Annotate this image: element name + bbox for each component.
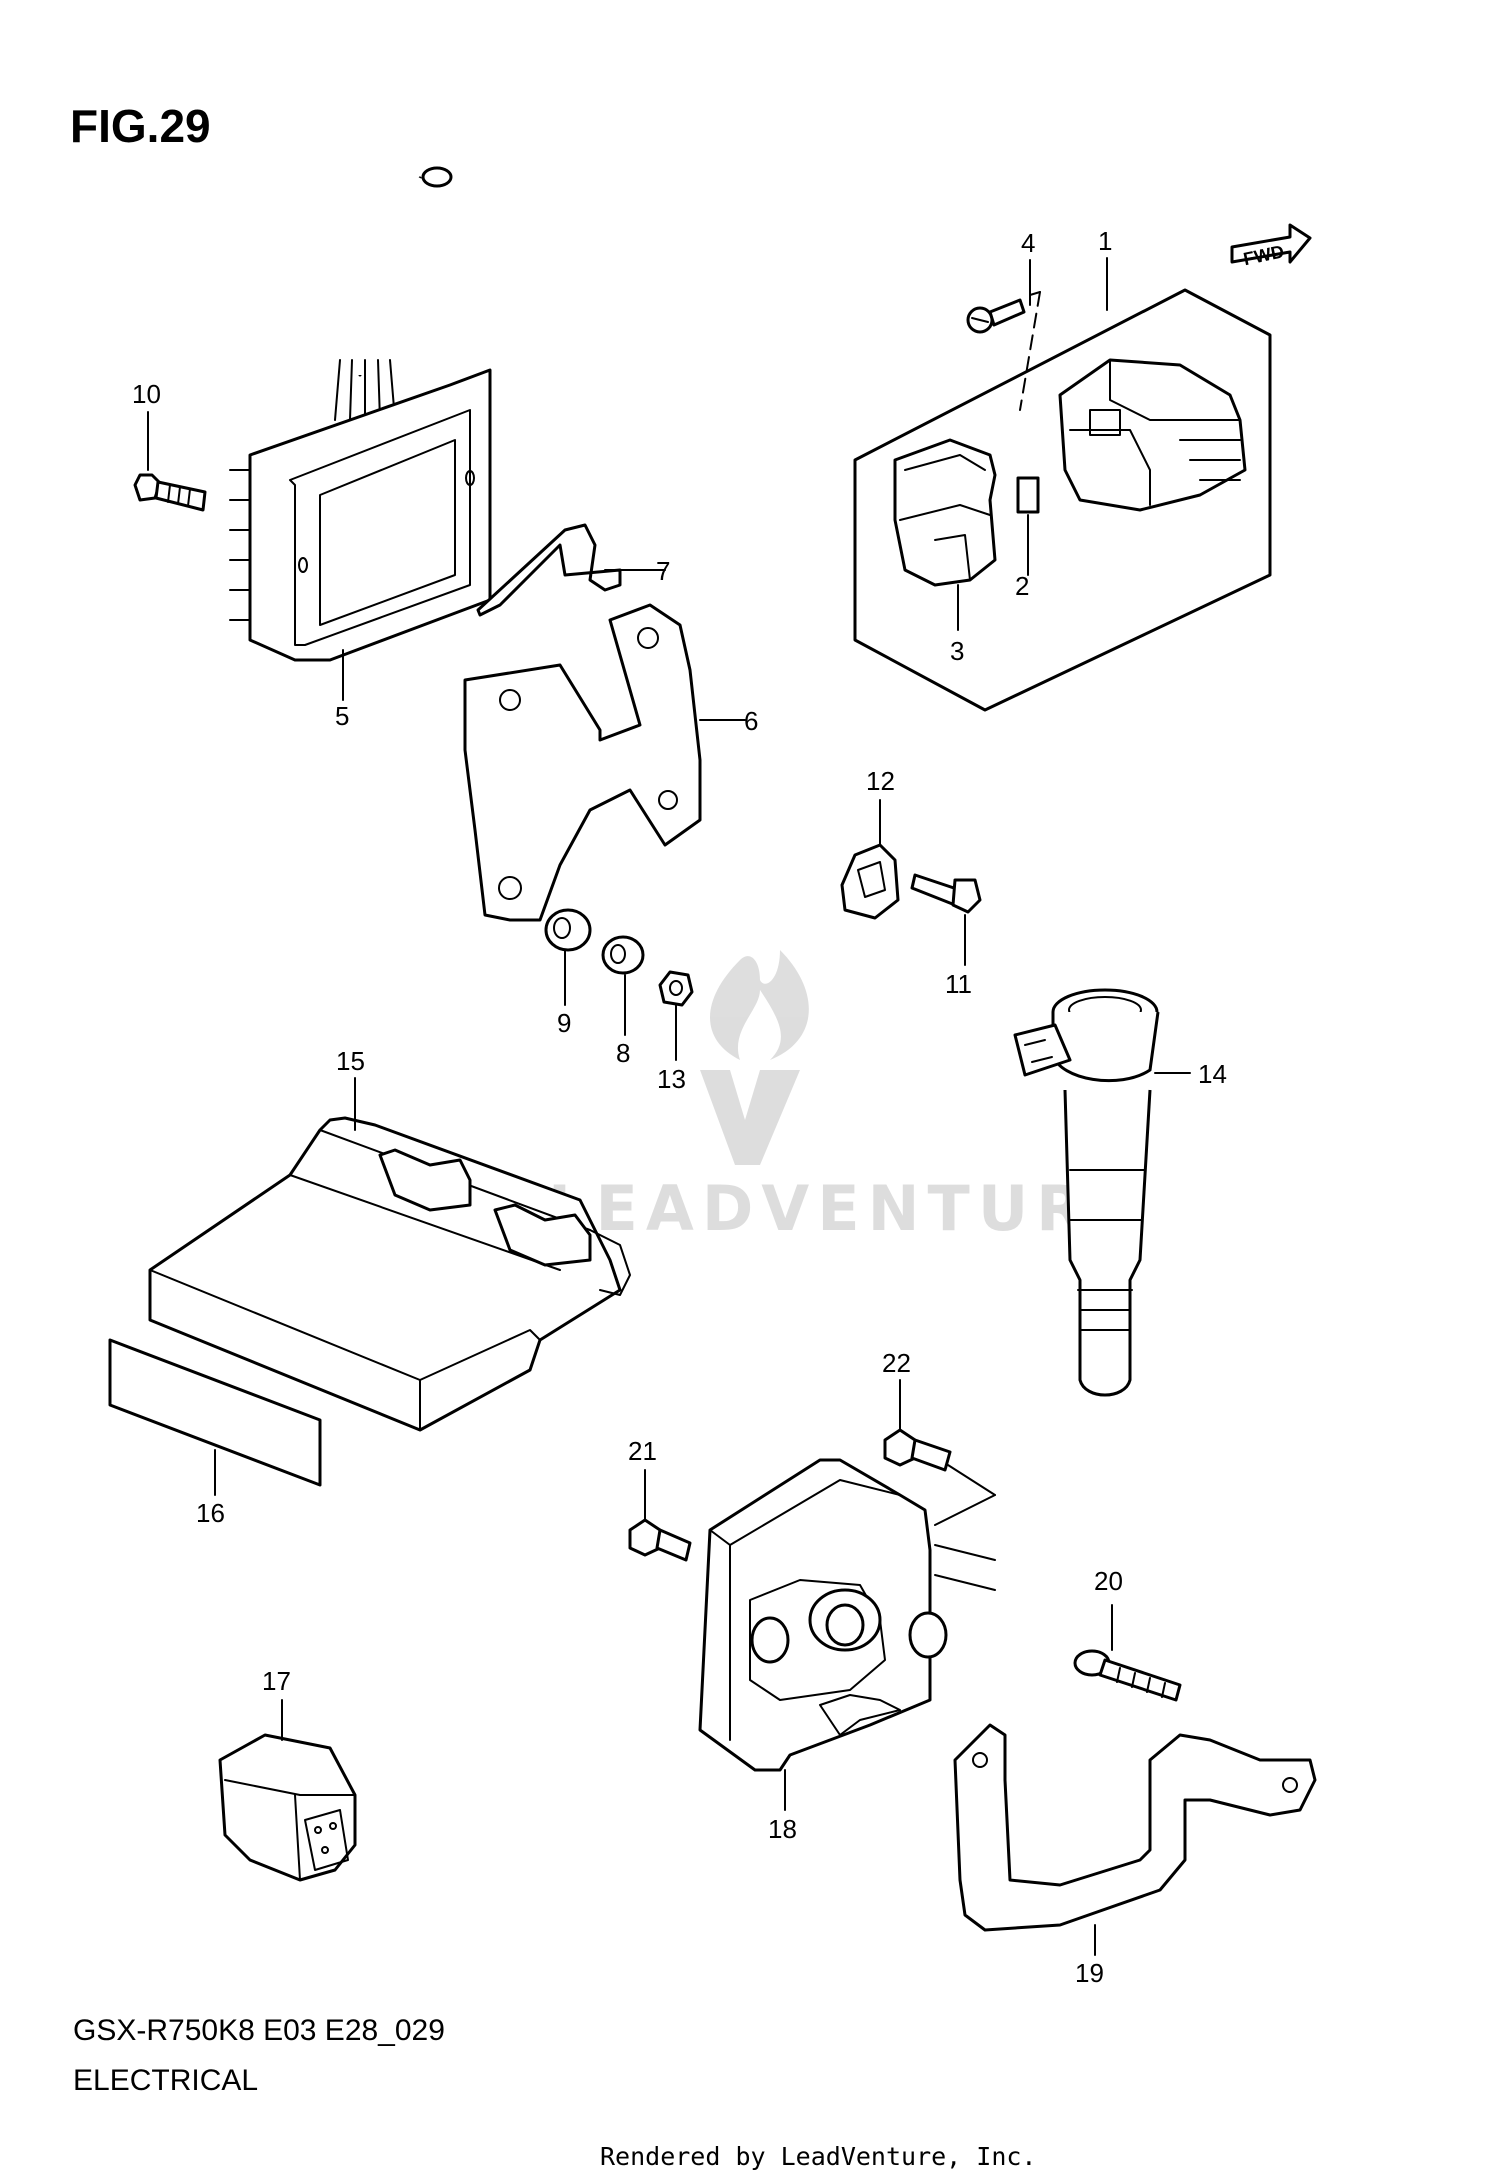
callout-2: 2 bbox=[1015, 571, 1029, 601]
pad-16 bbox=[108, 1338, 322, 1496]
callout-5: 5 bbox=[335, 701, 349, 731]
callout-4: 4 bbox=[1021, 228, 1035, 258]
bolt-20-icon bbox=[1073, 1604, 1182, 1702]
callout-21: 21 bbox=[628, 1436, 657, 1466]
watermark-text: LEADVENTURE bbox=[548, 1172, 1142, 1245]
screw-4-icon bbox=[966, 298, 1026, 334]
connector-17 bbox=[218, 1699, 357, 1882]
callout-17: 17 bbox=[262, 1666, 291, 1696]
bolt-21-icon bbox=[628, 1469, 692, 1562]
callout-15: 15 bbox=[336, 1046, 365, 1076]
callout-14: 14 bbox=[1198, 1059, 1227, 1089]
callout-18: 18 bbox=[768, 1814, 797, 1844]
sensor-unit-18 bbox=[698, 1458, 996, 1811]
model-code: GSX-R750K8 E03 E28_029 bbox=[73, 2014, 445, 2047]
nut-13-icon bbox=[658, 970, 694, 1061]
mounting-plate-6 bbox=[463, 603, 746, 922]
callout-22: 22 bbox=[882, 1348, 911, 1378]
callout-13: 13 bbox=[657, 1064, 686, 1094]
grommet-8-icon bbox=[601, 935, 645, 1036]
clamp-12-icon bbox=[840, 799, 900, 920]
callout-12: 12 bbox=[866, 766, 895, 796]
watermark: LEADVENTURE bbox=[548, 950, 1142, 1245]
grommet-9-icon bbox=[544, 908, 592, 1006]
bracket-7 bbox=[476, 523, 666, 617]
starter-relay-assembly bbox=[853, 257, 1272, 712]
bolt-22-icon bbox=[883, 1379, 996, 1526]
callout-8: 8 bbox=[616, 1038, 630, 1068]
bracket-19 bbox=[953, 1723, 1317, 1956]
callout-labels: 1 2 3 4 5 6 7 8 9 10 11 12 13 14 15 16 1… bbox=[132, 226, 1227, 1988]
callout-7: 7 bbox=[656, 556, 670, 586]
callout-9: 9 bbox=[557, 1008, 571, 1038]
callout-3: 3 bbox=[950, 636, 964, 666]
callout-6: 6 bbox=[744, 706, 758, 736]
section-name: ELECTRICAL bbox=[73, 2064, 258, 2097]
callout-16: 16 bbox=[196, 1498, 225, 1528]
render-credit: Rendered by LeadVenture, Inc. bbox=[600, 2142, 1037, 2171]
figure-title: FIG.29 bbox=[70, 100, 211, 152]
bolt-11-icon bbox=[910, 873, 982, 966]
callout-20: 20 bbox=[1094, 1566, 1123, 1596]
forward-direction-icon: FWD bbox=[1230, 223, 1312, 269]
bolt-10-icon bbox=[133, 411, 207, 512]
callout-19: 19 bbox=[1075, 1958, 1104, 1988]
callout-1: 1 bbox=[1098, 226, 1112, 256]
regulator-rectifier bbox=[229, 166, 492, 701]
callout-10: 10 bbox=[132, 379, 161, 409]
callout-11: 11 bbox=[945, 969, 972, 999]
ecm-unit-15 bbox=[148, 1077, 631, 1432]
ignition-coil-14 bbox=[1013, 988, 1191, 1397]
